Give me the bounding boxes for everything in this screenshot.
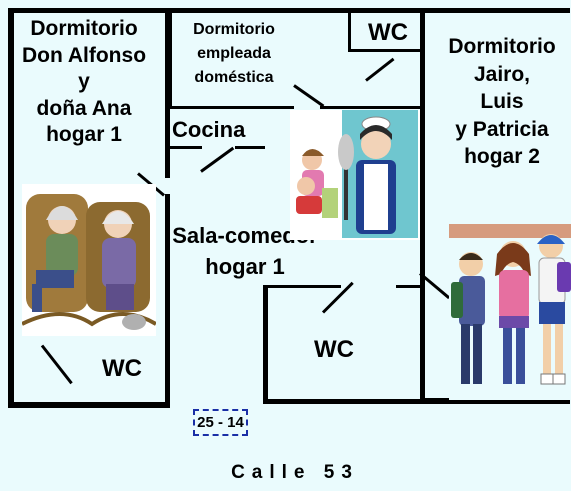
label-line: y Patricia: [455, 117, 549, 141]
label-kids-bedroom: Dormitorio Jairo, Luis y Patricia hogar …: [437, 33, 567, 171]
wall-outer-bottom-left: [8, 402, 168, 408]
wall-maid-room-top: [168, 13, 172, 108]
label-line: Luis: [480, 90, 524, 113]
wall-center-wc-bottom: [263, 399, 423, 404]
door-swing-kitchen: [200, 146, 235, 173]
wall-wc-top-left: [348, 13, 351, 51]
label-wc-left: WC: [102, 355, 142, 382]
wall-kitchen-bottom-right: [235, 146, 265, 149]
label-line: Dormitorio: [448, 35, 556, 58]
wall-right-room-left: [420, 8, 425, 404]
door-swing-wc-left: [40, 344, 73, 385]
label-wc-top: WC: [368, 19, 408, 46]
elderly-couple-illustration: [22, 184, 156, 336]
wall-center-wc-left: [263, 286, 268, 404]
house-number-box: 25 - 14: [193, 409, 248, 436]
label-line: y: [78, 70, 90, 93]
wall-maid-room-bottom: [168, 106, 294, 109]
wall-kitchen-bottom: [168, 146, 202, 149]
label-kitchen: Cocina: [172, 117, 246, 142]
wall-maid-room-bottom-right: [320, 106, 422, 109]
label-line: hogar 1: [205, 254, 285, 279]
label-maid-bedroom: Dormitorio empleada doméstica: [168, 18, 300, 90]
wall-wc-top-bottom: [348, 49, 422, 52]
door-swing-wc-top: [365, 57, 395, 82]
street-name: Calle 53: [231, 462, 359, 483]
wall-center-wc-top: [263, 285, 341, 288]
label-line: doña Ana: [36, 96, 132, 120]
label-line: Dormitorio: [30, 17, 138, 40]
label-line: empleada: [197, 45, 271, 62]
label-line: Don Alfonso: [21, 43, 147, 67]
label-master-bedroom: Dormitorio Don Alfonso y doña Ana hogar …: [8, 16, 160, 149]
label-line: hogar 1: [46, 123, 122, 146]
label-line: Dormitorio: [193, 21, 275, 38]
house-number-text: 25 - 14: [197, 414, 244, 431]
wall-center-wc-top-right: [396, 285, 422, 288]
wall-outer-left: [8, 8, 14, 408]
label-wc-center: WC: [314, 336, 354, 363]
label-line: doméstica: [194, 69, 274, 86]
maid-illustration: [290, 110, 420, 240]
label-line: Jairo,: [473, 62, 531, 86]
wall-left-room-right-lower: [165, 194, 170, 408]
wall-outer-bottom-right: [421, 398, 570, 404]
children-with-backpacks-illustration: [449, 224, 571, 400]
wall-left-room-right: [165, 8, 170, 178]
wall-outer-top: [8, 8, 570, 13]
label-line: hogar 2: [464, 145, 540, 168]
